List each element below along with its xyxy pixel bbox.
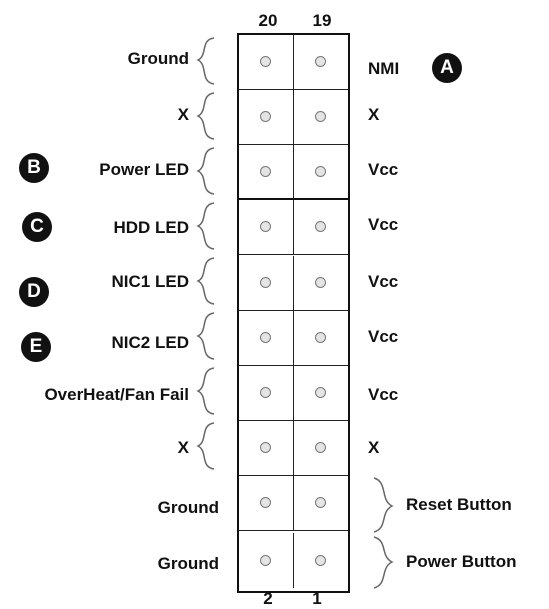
pin-header xyxy=(237,33,350,593)
pin-icon xyxy=(315,221,326,232)
pin-row xyxy=(239,366,348,421)
pin-icon xyxy=(260,332,271,343)
pin-number-bottom-left: 2 xyxy=(263,589,273,608)
pin-row xyxy=(239,421,348,476)
pin-row xyxy=(239,35,348,90)
label-vcc-pin13: Vcc xyxy=(368,215,399,234)
brace-icon xyxy=(196,92,215,140)
brace-icon xyxy=(196,367,215,415)
label-nmi: NMI xyxy=(368,59,400,78)
pin-row xyxy=(239,200,348,255)
badge-e: E xyxy=(21,332,51,362)
pin-number-top-left: 20 xyxy=(258,11,278,30)
pin-number-bottom-right: 1 xyxy=(312,589,322,608)
badge-d: D xyxy=(19,277,49,307)
label-ground-pin4: Ground xyxy=(157,498,219,517)
pin-icon xyxy=(260,387,271,398)
label-vcc-pin9: Vcc xyxy=(368,327,399,346)
pin-row xyxy=(239,311,348,366)
badge-a: A xyxy=(432,53,462,83)
label-ground-pin20: Ground xyxy=(127,49,189,68)
brace-icon xyxy=(373,477,394,533)
brace-icon xyxy=(196,202,215,250)
brace-icon xyxy=(196,147,215,195)
label-reset-button: Reset Button xyxy=(406,495,512,514)
pin-icon xyxy=(260,442,271,453)
pin-row xyxy=(239,90,348,145)
label-ground-pin2: Ground xyxy=(157,554,219,573)
label-vcc-pin15: Vcc xyxy=(368,160,399,179)
label-vcc-pin7: Vcc xyxy=(368,385,399,404)
badge-c: C xyxy=(22,212,52,242)
pin-icon xyxy=(260,56,271,67)
label-x-pin5: X xyxy=(368,438,380,457)
pin-icon xyxy=(315,165,326,177)
pin-row xyxy=(239,145,348,200)
pin-icon xyxy=(315,497,326,508)
label-power-led: Power LED xyxy=(99,160,189,179)
pin-icon xyxy=(260,497,271,508)
brace-icon xyxy=(196,37,215,85)
label-overheat-fan-fail: OverHeat/Fan Fail xyxy=(44,385,189,404)
pin-icon xyxy=(315,332,326,343)
brace-icon xyxy=(196,422,215,470)
pin-icon xyxy=(315,277,326,288)
pin-number-top-right: 19 xyxy=(312,11,332,30)
pin-icon xyxy=(260,554,271,566)
label-x-pin18: X xyxy=(177,105,189,124)
label-vcc-pin11: Vcc xyxy=(368,272,399,291)
label-x-pin6: X xyxy=(177,438,189,457)
pin-icon xyxy=(315,56,326,67)
brace-icon xyxy=(373,536,394,589)
pin-icon xyxy=(315,442,326,453)
badge-b: B xyxy=(19,153,49,183)
label-x-pin17: X xyxy=(368,105,380,124)
brace-icon xyxy=(196,257,215,305)
label-nic1-led: NIC1 LED xyxy=(111,272,189,291)
pin-row xyxy=(239,476,348,531)
pin-row xyxy=(239,256,348,311)
pin-icon xyxy=(260,165,271,177)
pin-icon xyxy=(315,387,326,398)
pin-icon xyxy=(315,111,326,122)
label-nic2-led: NIC2 LED xyxy=(111,333,189,352)
pin-icon xyxy=(260,277,271,288)
pin-row xyxy=(239,533,348,588)
pin-icon xyxy=(260,111,271,122)
label-hdd-led: HDD LED xyxy=(113,218,189,237)
pin-icon xyxy=(315,554,326,566)
label-power-button: Power Button xyxy=(406,552,517,571)
brace-icon xyxy=(196,312,215,360)
pin-icon xyxy=(260,221,271,232)
